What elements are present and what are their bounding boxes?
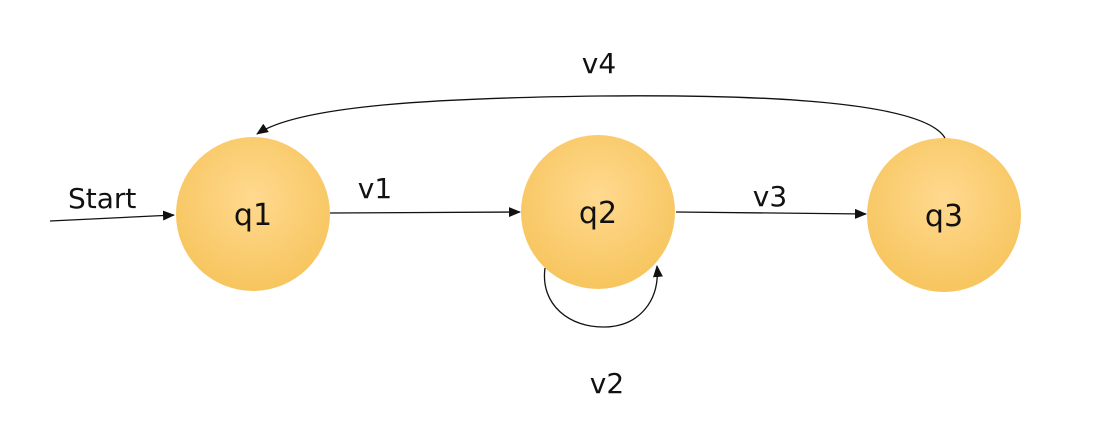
- start-arrow: [49, 210, 175, 222]
- edge-q3-q1: [256, 95, 946, 139]
- state-q3-circle: [867, 138, 1021, 292]
- edge-label-v2: v2: [590, 367, 624, 400]
- state-q2-circle: [521, 135, 675, 289]
- edge-q2-self-loop: [543, 265, 663, 328]
- state-q2-label: q2: [579, 196, 617, 231]
- state-q1-circle: [176, 137, 330, 291]
- edge-q2-q3: [675, 208, 867, 219]
- edge-q1-q2: [329, 207, 521, 218]
- transition-q1-q2: v1: [329, 172, 521, 218]
- state-q2: q2: [521, 135, 675, 289]
- start-transition: Start: [49, 182, 175, 222]
- state-q3-label: q3: [925, 199, 963, 234]
- state-q1: q1: [176, 137, 330, 291]
- transition-q3-q1: v4: [256, 47, 946, 139]
- edge-label-v4: v4: [582, 47, 616, 80]
- edge-label-v1: v1: [358, 172, 392, 205]
- transition-q2-q3: v3: [675, 180, 867, 219]
- start-label: Start: [68, 182, 136, 215]
- state-q1-label: q1: [234, 198, 272, 233]
- state-q3: q3: [867, 138, 1021, 292]
- edge-label-v3: v3: [753, 180, 787, 213]
- transition-q2-q2: v2: [543, 265, 663, 400]
